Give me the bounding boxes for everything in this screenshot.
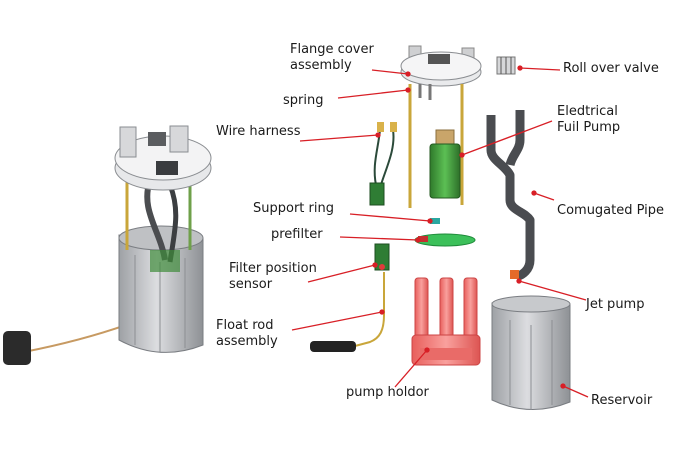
electric-fuel-pump-part — [429, 129, 461, 199]
label-roll-over-valve: Roll over valve — [563, 61, 659, 76]
label-float-rod: Float rod assembly — [216, 318, 278, 349]
label-spring: spring — [283, 93, 324, 108]
label-pump-holder: pump holdor — [346, 385, 429, 400]
label-filter-position-sensor: Filter position sensor — [229, 261, 317, 292]
label-jet-pump: Jet pump — [586, 297, 645, 312]
label-wire-harness: Wire harness — [216, 124, 301, 139]
label-corrugated-pipe: Comugated Pipe — [557, 203, 665, 218]
leader-lines — [291, 65, 589, 398]
pump-holder-part — [411, 277, 481, 366]
float-rod-assembly-part — [310, 314, 385, 352]
float-icon — [3, 331, 31, 365]
reservoir-part — [491, 295, 571, 410]
label-reservoir: Reservoir — [591, 393, 653, 408]
assembled-fuel-pump-module — [3, 125, 212, 365]
label-prefilter: prefilter — [271, 227, 323, 242]
roll-over-valve-part — [496, 56, 516, 75]
wire-harness-part — [369, 122, 397, 206]
label-flange-cover: Flange cover assembly — [290, 42, 374, 73]
prefilter-part — [414, 233, 476, 247]
label-electrical-fuel-pump: Eledtrical Fuil Pump — [557, 104, 621, 135]
filter-position-sensor-part — [374, 243, 390, 315]
corrugated-pipe-part — [486, 110, 535, 281]
spring-part — [408, 84, 464, 208]
support-ring-part — [430, 218, 440, 224]
label-support-ring: Support ring — [253, 201, 334, 216]
flange-cover-part — [400, 45, 482, 87]
